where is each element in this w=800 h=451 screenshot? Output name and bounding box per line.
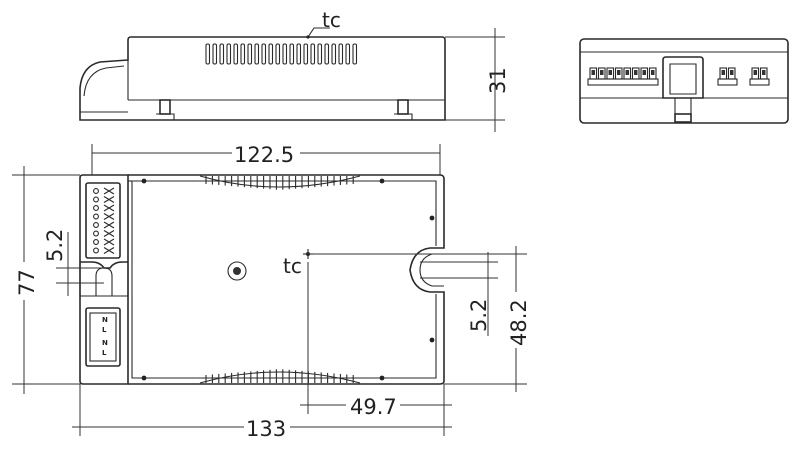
terminal-screw [93, 205, 99, 211]
terminal-screw [93, 230, 99, 237]
vent-slot [275, 43, 281, 65]
vent-slot [282, 43, 288, 65]
vent-slot [324, 43, 330, 65]
side-view [79, 27, 446, 121]
vent-slot [226, 43, 232, 65]
end-view [579, 38, 789, 124]
vent-slot [345, 43, 351, 65]
dim-slot-left-label: 5.2 [43, 229, 67, 262]
vent-slot [338, 43, 344, 65]
terminal-mark-3: N [102, 339, 108, 347]
vent-slot [331, 43, 337, 65]
terminal-mark-4: L [102, 349, 107, 357]
terminal-screw [93, 247, 99, 254]
vent-slot [289, 43, 295, 65]
plan-view [79, 174, 445, 385]
vent-slot [219, 43, 225, 65]
vent-slot [240, 43, 246, 65]
dim-housing-length [91, 144, 441, 175]
vent-slot [261, 43, 267, 65]
dim-tc-y-label: 48.2 [507, 299, 531, 346]
terminal-screw [93, 188, 99, 194]
dim-total-width-label: 77 [15, 269, 39, 296]
tc-label-side: tc [322, 8, 341, 32]
terminal-mark-1: N [102, 316, 108, 324]
dim-tc-x-label: 49.7 [350, 395, 397, 419]
dim-slot-right [420, 252, 498, 336]
terminal-screw [93, 213, 99, 220]
dim-slot-right-label: 5.2 [467, 299, 491, 332]
terminal-screw [93, 239, 99, 245]
dim-height-label: 31 [486, 67, 510, 94]
vent-slot [310, 43, 316, 65]
terminal-screw [93, 222, 99, 228]
dim-height [445, 28, 505, 132]
vent-slot [268, 43, 274, 65]
vent-slot [352, 43, 358, 65]
vent-slot [296, 43, 302, 65]
vent-slot [247, 43, 253, 65]
dim-housing-length-label: 122.5 [234, 143, 294, 167]
dim-tc-x [300, 262, 452, 414]
tc-label-plan: tc [283, 254, 302, 278]
vent-slot [317, 43, 323, 65]
terminal-screw [93, 196, 99, 203]
vent-slot [233, 43, 239, 65]
dim-slot-left [56, 232, 104, 296]
dim-total-length-label: 133 [246, 417, 286, 441]
dim-total-width [12, 166, 80, 394]
vent-slot [212, 43, 218, 65]
terminal-mark-2: L [102, 326, 107, 334]
vent-slot [303, 43, 309, 65]
dim-tc-y [308, 246, 527, 392]
vent-slot [205, 43, 211, 65]
vent-slot [254, 43, 260, 65]
